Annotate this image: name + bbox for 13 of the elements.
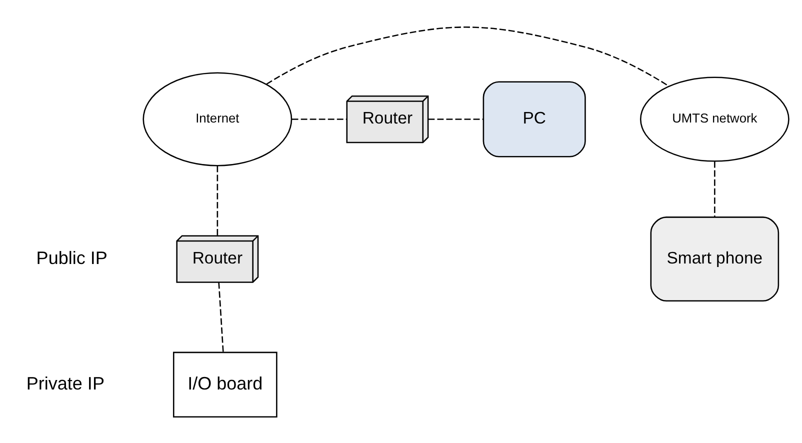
node-ellipse: Internet (142, 72, 292, 166)
node-ellipse: UMTS network (640, 76, 790, 162)
node-box: Smart phone (650, 216, 780, 302)
connector (266, 26, 669, 86)
label: Public IP (36, 247, 108, 268)
node-box: I/O board (172, 351, 278, 417)
connector (218, 282, 224, 352)
label: Private IP (26, 372, 104, 393)
connector (216, 165, 218, 236)
connector (292, 118, 347, 120)
connector (714, 160, 716, 216)
connector (428, 118, 484, 120)
node-box: PC (482, 80, 586, 157)
